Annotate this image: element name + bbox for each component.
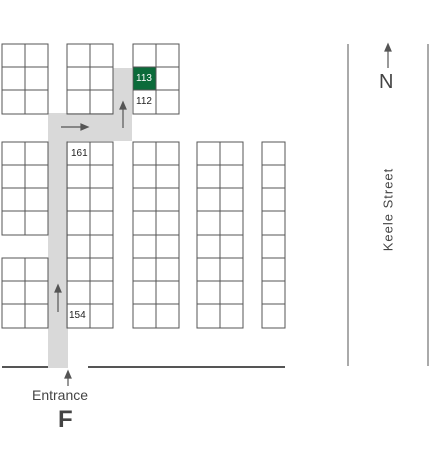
stall-113-highlight[interactable]	[133, 67, 156, 90]
lot-block-top-left	[1, 43, 49, 115]
lot-block-top-middle	[66, 43, 114, 115]
north-arrow-icon	[384, 42, 392, 68]
stall-161-label: 161	[71, 148, 88, 159]
lot-block-col-4	[196, 141, 244, 329]
street-lines	[347, 44, 429, 366]
stall-113-label: 113	[136, 73, 152, 84]
lot-block-left-lower	[1, 257, 49, 329]
arrow-up-icon	[54, 283, 62, 312]
street-label: Keele Street	[380, 167, 396, 252]
entrance-arrow-icon	[64, 369, 72, 386]
stall-154-label: 154	[69, 310, 86, 321]
lot-block-col-5	[261, 141, 286, 329]
lot-block-col-3	[132, 141, 180, 329]
arrow-right-icon	[61, 123, 90, 131]
arrow-up-icon	[119, 100, 127, 128]
lot-block-top-right	[132, 43, 180, 115]
lot-block-left-upper	[1, 141, 49, 236]
entrance-letter: F	[58, 406, 73, 433]
stall-112-label: 112	[136, 96, 152, 107]
entrance-label: Entrance	[32, 387, 89, 403]
north-label: N	[379, 71, 394, 93]
lot-block-col-2	[66, 141, 114, 329]
